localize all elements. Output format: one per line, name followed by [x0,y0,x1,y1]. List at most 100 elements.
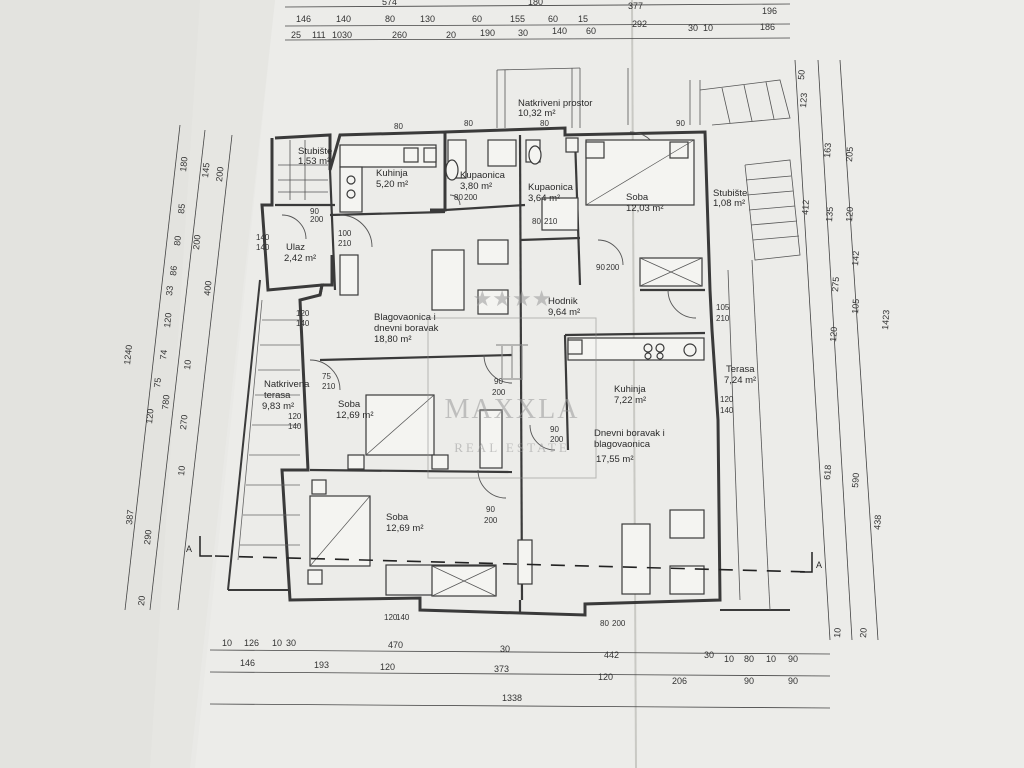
opening-23: 140 [296,319,310,328]
dim-left-i12: 120 [144,408,156,424]
opening-35: 200 [606,263,620,272]
opening-2: 80 [540,119,549,128]
right-dimension-labels: 1423 412 618 50 123 163 205 135 120 142 … [796,69,891,638]
opening-5: 210 [338,239,352,248]
room-ulaz-name: Ulaz [286,242,305,253]
dim-right-i13: 20 [858,627,869,638]
room-soba-2-area: 12,69 m² [336,410,374,421]
watermark-building-icon [496,344,528,380]
dim-bot1-7: 30 [704,650,714,660]
top-dimension-labels: 574 180 377 146 140 80 130 60 155 60 15 … [291,0,777,40]
room-blagovaonica-name2: dnevni boravak [374,323,439,334]
room-kupaonica-2-name: Kupaonica [528,182,574,193]
dim-top3-2: 10 [332,30,342,40]
dim-top3-10: 186 [760,22,775,32]
dim-top3-4: 260 [392,30,407,40]
top-dimension-lines [284,3,791,41]
opening-0: 80 [394,122,403,131]
dim-bot2-2: 120 [380,662,395,672]
opening-20: 90 [550,425,559,434]
dim-top3-6: 190 [480,28,495,38]
dim-bot2-0: 146 [240,658,255,668]
dim-left-i10: 74 [158,349,169,360]
opening-17: 210 [322,382,336,391]
dim-right-i7: 275 [830,276,841,292]
room-terasa-n-name1: Natkrivena [264,379,310,390]
dim-top2-5: 155 [510,14,525,24]
watermark-brand: MAXXLA [445,394,580,425]
dim-right-i0: 50 [796,69,807,80]
dim-top2-8: 292 [632,19,647,29]
dim-left-i14: 10 [182,359,193,370]
dim-left-i3: 85 [176,203,187,214]
room-hodnik-area: 9,64 m² [548,307,580,318]
dim-bot1-8: 10 [724,654,734,664]
dim-bot1-9: 80 [744,654,754,664]
staircase-right [699,79,801,611]
dim-bot1-4: 470 [388,640,403,650]
bottom-dimension-labels: 10 126 10 30 470 30 442 30 10 80 10 90 1… [222,638,798,703]
dim-left-387: 387 [124,509,136,525]
opening-24: 120 [384,613,398,622]
opening-33: 200 [310,215,324,224]
dim-top3-0: 25 [291,30,301,40]
dim-top2-4: 60 [472,14,482,24]
dim-bot2-5: 206 [672,676,687,686]
dim-left-i0: 180 [178,156,190,172]
dim-left-i9: 120 [162,312,174,328]
dim-top2-7: 15 [578,14,588,24]
dim-top2-9: 30 [688,23,698,33]
dim-right-1423: 1423 [880,309,891,330]
dim-left-780: 780 [160,394,172,410]
bottom-dimension-lines [209,649,831,709]
left-dimension-lines [124,124,233,611]
dim-right-i1: 123 [798,92,809,108]
dim-left-290: 290 [142,529,154,545]
room-soba-3-name: Soba [386,512,409,523]
room-stubiste-2-area: 1,08 m² [713,198,745,209]
opening-31: 210 [544,217,558,226]
dim-right-i10: 590 [850,472,861,488]
room-terasa-n-name2: terasa [264,390,291,401]
dim-bot2-7: 90 [788,676,798,686]
dim-top2-0: 146 [296,14,311,24]
opening-16: 75 [322,372,331,381]
dim-top-574: 574 [382,0,397,7]
dim-right-i11: 438 [872,514,883,530]
covered-area-frame [496,67,701,128]
dim-bot1-1: 126 [244,638,259,648]
dim-left-i4: 80 [172,235,183,246]
dim-bot1-2: 10 [272,638,282,648]
dim-left-i16: 20 [136,595,147,606]
opening-13: 200 [492,388,506,397]
dim-right-i8: 105 [850,298,861,314]
dim-top2-6: 60 [548,14,558,24]
dim-bot1-3: 30 [286,638,296,648]
watermark-frame [427,317,597,479]
room-labels: Stubište 1,53 m² Kuhinja 5,20 m² Kupaoni… [262,98,756,534]
opening-28: 80 [454,193,463,202]
dim-right-i9: 120 [828,326,839,342]
room-natkriveni-area: 10,32 m² [518,108,556,119]
room-kupaonica-1-name: Kupaonica [460,170,506,181]
room-natkriveni-name: Natkriveni prostor [518,98,592,109]
dim-left-1240: 1240 [122,344,134,365]
opening-1: 80 [464,119,473,128]
room-kuhinja-2-area: 7,22 m² [614,395,646,406]
left-dimension-labels: 1240 387 780 290 180 145 200 85 80 200 8… [122,156,226,606]
opening-21: 200 [550,435,564,444]
opening-12: 90 [494,377,503,386]
opening-3: 90 [676,119,685,128]
opening-30: 80 [532,217,541,226]
room-hodnik-name: Hodnik [548,296,578,307]
opening-29: 200 [464,193,478,202]
opening-22: 120 [296,309,310,318]
paper-fold [631,0,637,768]
room-stubiste-1-name: Stubište [298,146,332,157]
dim-top2-10: 10 [703,23,713,33]
dim-top2-2: 80 [385,14,395,24]
opening-26: 80 [600,619,609,628]
dim-right-i5: 120 [844,206,855,222]
dim-right-i6: 142 [850,250,861,266]
